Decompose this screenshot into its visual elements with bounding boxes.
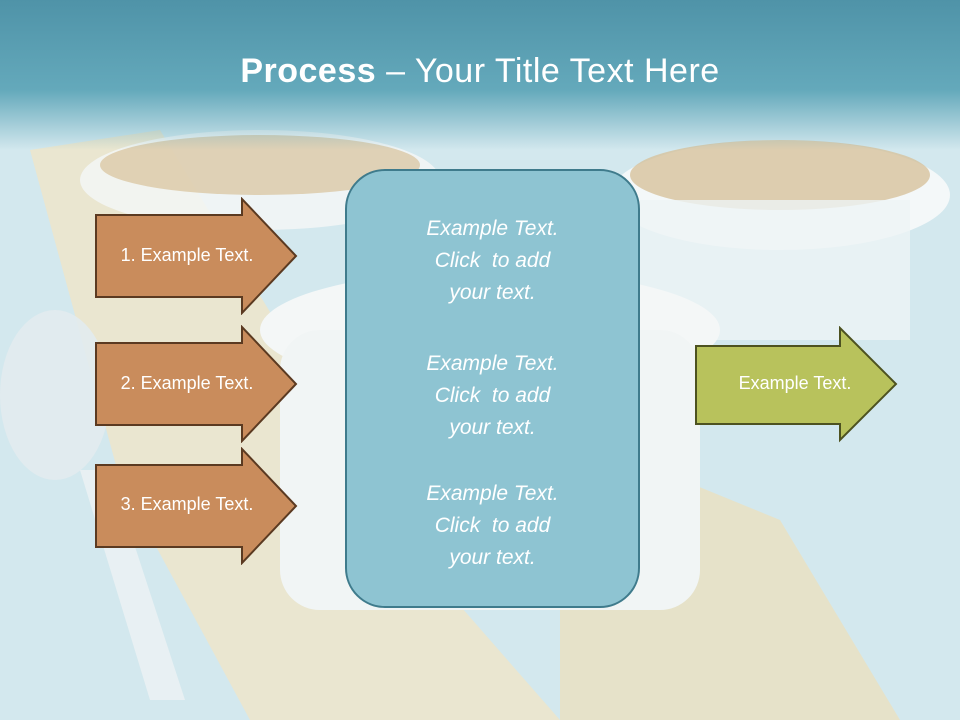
title-rest: – Your Title Text Here	[376, 52, 720, 90]
center-block-3-line3: your text.	[449, 546, 536, 569]
step-label-1: 1. Example Text.	[120, 245, 254, 265]
center-block-3[interactable]: Example Text. Click to add your text.	[345, 478, 640, 574]
step-arrow-3	[95, 447, 298, 565]
center-block-2-line1: Example Text.	[426, 352, 559, 375]
step-label-2: 2. Example Text.	[120, 373, 254, 393]
center-block-1-line2: Click to add	[434, 249, 551, 272]
output-label: Example Text.	[738, 373, 852, 393]
center-block-2-line2: Click to add	[434, 384, 551, 407]
step-arrow-2	[95, 325, 298, 443]
step-label-3: 3. Example Text.	[120, 494, 254, 514]
slide-title: Process – Your Title Text Here	[0, 52, 960, 91]
center-block-1[interactable]: Example Text. Click to add your text.	[345, 213, 640, 309]
center-block-1-line1: Example Text.	[426, 217, 559, 240]
step-arrow-1	[95, 197, 298, 315]
center-block-3-line1: Example Text.	[426, 482, 559, 505]
output-arrow	[695, 326, 898, 443]
center-block-2[interactable]: Example Text. Click to add your text.	[345, 348, 640, 444]
center-block-1-line3: your text.	[449, 281, 536, 304]
title-bold: Process	[240, 52, 377, 90]
center-block-3-line2: Click to add	[434, 514, 551, 537]
title-band	[0, 0, 960, 150]
center-block-2-line3: your text.	[449, 416, 536, 439]
center-process-box[interactable]	[345, 169, 640, 608]
